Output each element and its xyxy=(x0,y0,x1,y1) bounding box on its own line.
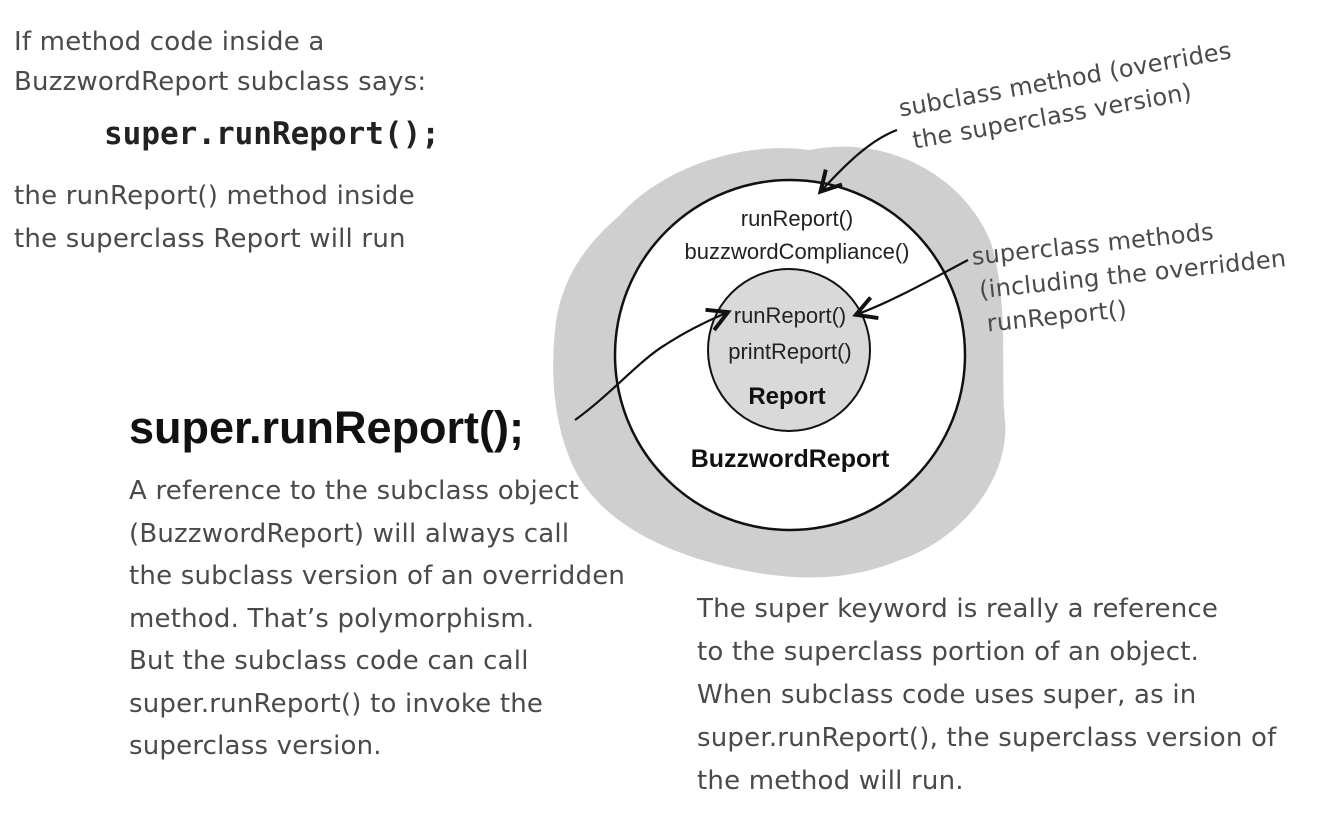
explanation-line: method. That’s polymorphism. xyxy=(129,603,535,634)
note-line: the method will run. xyxy=(697,766,964,796)
superclass-method-1: printReport() xyxy=(728,339,851,364)
superclass-name: Report xyxy=(748,383,825,410)
superclass-methods-arrow xyxy=(852,259,969,321)
intro-code: super.runReport(); xyxy=(104,116,440,152)
note-line: super.runReport(), the superclass versio… xyxy=(697,723,1277,753)
subclass-method-0: runReport() xyxy=(741,206,853,231)
note-line: When subclass code uses super, as in xyxy=(697,680,1197,710)
explanation-line: super.runReport() to invoke the xyxy=(129,688,544,719)
polymorphism-explanation: A reference to the subclass object (Buzz… xyxy=(129,470,625,768)
intro-text: If method code inside a BuzzwordReport s… xyxy=(14,22,426,102)
intro-result-line: the runReport() method inside xyxy=(14,181,415,211)
explanation-line: A reference to the subclass object xyxy=(129,476,580,506)
explanation-line: the subclass version of an overridden xyxy=(129,561,626,591)
super-call-arrow xyxy=(574,307,732,421)
intro-line: BuzzwordReport subclass says: xyxy=(14,67,427,97)
superclass-method-0: runReport() xyxy=(734,303,846,328)
explanation-line: But the subclass code can call xyxy=(129,646,529,676)
subclass-name: BuzzwordReport xyxy=(691,445,890,473)
superclass-object-circle xyxy=(707,268,871,432)
note-line: The super keyword is really a reference xyxy=(697,594,1219,624)
note-line: to the superclass portion of an object. xyxy=(697,637,1200,667)
explanation-line: (BuzzwordReport) will always call xyxy=(129,518,570,549)
intro-line: If method code inside a xyxy=(14,27,325,57)
super-call-heading: super.runReport(); xyxy=(129,402,525,453)
super-keyword-note: The super keyword is really a reference … xyxy=(697,588,1276,803)
explanation-line: superclass version. xyxy=(129,731,382,761)
intro-result-line: the superclass Report will run xyxy=(14,224,406,254)
subclass-method-arrow xyxy=(817,128,898,195)
intro-result-text: the runReport() method inside the superc… xyxy=(14,175,415,261)
subclass-method-1: buzzwordCompliance() xyxy=(685,239,910,264)
